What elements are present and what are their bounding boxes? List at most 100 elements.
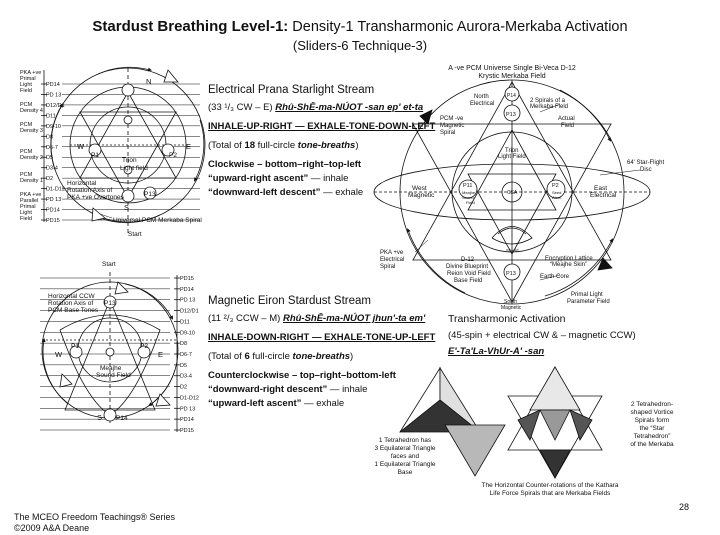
pd-label: PD14 bbox=[46, 208, 60, 214]
d3-spirals-2: Merkaba Field bbox=[530, 104, 568, 110]
pd-label: D9-10 bbox=[180, 330, 195, 336]
d1-node-p1 bbox=[88, 143, 102, 157]
d3-actual-2: Field bbox=[561, 123, 574, 129]
stream2-breath: INHALE-DOWN-RIGHT — EXHALE-TONE-UP-LEFT bbox=[208, 332, 436, 343]
d2-marker-top bbox=[114, 281, 129, 295]
pd-label: D5 bbox=[180, 363, 187, 369]
transharmonic-detail: (45-spin + electrical CW & – magnetic CC… bbox=[448, 330, 636, 341]
stream2-exhale: “upward-left ascent” — exhale bbox=[208, 398, 345, 409]
d3-p13: P13 bbox=[506, 112, 516, 118]
d2-node-p13 bbox=[103, 295, 117, 309]
stream2-count-line: (11 ²/₃ CCW – M) Rhû-ShĒ-ma-NÚOT jhun'-t… bbox=[208, 313, 426, 324]
pd-label: D8 bbox=[46, 134, 53, 140]
page-subtitle: (Sliders-6 Technique-3) bbox=[292, 38, 428, 53]
d3-disc-1: 64' Star-Flight bbox=[627, 160, 664, 166]
d2-node-p2 bbox=[137, 345, 151, 359]
d2-east: E bbox=[158, 350, 163, 359]
d2-arrow-right bbox=[148, 369, 176, 407]
stream1-breath: INHALE-UP-RIGHT — EXHALE-TONE-DOWN-LEFT bbox=[208, 121, 436, 132]
d3-primal-1: Primal Light bbox=[571, 292, 603, 298]
d2-node-p14 bbox=[103, 408, 117, 422]
d3-west-2: Magnetic bbox=[408, 192, 435, 199]
d3-blueprint-1: D-12 bbox=[461, 257, 475, 263]
d1-side-d1: PCM bbox=[20, 172, 33, 178]
pd-label: D8 bbox=[180, 341, 187, 347]
svg-text:Field: Field bbox=[20, 216, 32, 222]
d2-rotation-3: PCM Base Tones bbox=[48, 307, 99, 314]
d1-side-pka-1: PKA +ve bbox=[20, 70, 41, 76]
d2-rotation-1: Horizontal CCW bbox=[48, 293, 95, 300]
pd-label: D1-D12 bbox=[46, 187, 65, 193]
d3-marker-tl bbox=[419, 109, 433, 125]
diagram1 bbox=[41, 66, 206, 236]
d1-arrow-left bbox=[50, 103, 64, 171]
svg-text:Sound: Sound bbox=[462, 195, 474, 200]
d1-node-bottom bbox=[121, 189, 135, 203]
d3-pka-1: PKA +ve bbox=[380, 250, 404, 256]
pd-label: PD14 bbox=[180, 417, 194, 423]
d3-pcm-1: PCM -ve bbox=[440, 116, 464, 122]
d2-center-1: Meajhe bbox=[100, 365, 122, 372]
d3-trion-2: Light Field bbox=[498, 154, 526, 160]
d3-pka-3: Spiral bbox=[380, 264, 395, 270]
d3-south-1: South bbox=[504, 299, 517, 305]
d3-east-2: Electrical bbox=[590, 192, 617, 199]
tetra-caption-right-5: Tetrahedron” bbox=[634, 433, 671, 440]
d2-p13: P13 bbox=[104, 300, 116, 307]
stream2-heading: Magnetic Eiron Stardust Stream bbox=[208, 295, 371, 307]
pd-label: D9-10 bbox=[46, 124, 61, 130]
tetra-base-triangle bbox=[444, 424, 506, 477]
footer-series: The MCEO Freedom Teachings® Series bbox=[14, 512, 176, 522]
d3-arrow-tr bbox=[559, 89, 611, 142]
d3-actual-1: Actual bbox=[558, 116, 575, 122]
svg-text:Field: Field bbox=[20, 88, 32, 94]
d2-p14: P14 bbox=[116, 415, 128, 422]
d3-disc-2: Disc bbox=[640, 167, 652, 173]
d3-marker-br bbox=[597, 257, 613, 271]
tetra-caption-right-2: shaped Vortice bbox=[630, 409, 673, 416]
tetra-caption-right-4: the “Star bbox=[640, 425, 666, 432]
d3-primal-2: Parameter Field bbox=[567, 299, 610, 305]
d3-shield: Shield bbox=[506, 248, 519, 253]
d1-rotation-1: Horizontal bbox=[67, 180, 97, 187]
d2-arrow-top bbox=[124, 283, 173, 320]
d1-triangle-marker-bl bbox=[91, 207, 106, 222]
d3-spirals-1: 2 Spirals of a bbox=[530, 98, 566, 104]
d2-south: S bbox=[97, 413, 102, 422]
d1-ruler-ticks bbox=[41, 83, 47, 221]
d1-arrow-top bbox=[97, 66, 152, 75]
d2-rotation-2: Rotation Axis of bbox=[48, 300, 93, 307]
d1-node-top bbox=[121, 83, 135, 97]
svg-text:Light: Light bbox=[20, 210, 32, 216]
d1-side-pka2: PKA +ve bbox=[20, 192, 41, 198]
d1-node-p2 bbox=[161, 143, 175, 157]
d2-center-2: Sound Field bbox=[96, 372, 131, 379]
d3-node-p2 bbox=[546, 179, 566, 199]
d3-blueprint-4: Base Field bbox=[454, 278, 482, 284]
star-bottom-face bbox=[539, 449, 571, 479]
star-right-face bbox=[569, 409, 593, 441]
d3-node-p13-bottom bbox=[503, 263, 521, 281]
pd-label: D12/D1 bbox=[46, 103, 65, 109]
d1-center-1: Trion bbox=[122, 157, 137, 164]
d2-west: W bbox=[55, 350, 63, 359]
d1-start: Start bbox=[128, 231, 142, 238]
tetra-caption-right-1: 2 Tetrahedron- bbox=[631, 401, 673, 408]
stream2-block: Magnetic Eiron Stardust Stream (11 ²/₃ C… bbox=[208, 295, 435, 409]
d1-spiral: Universal PCM Merkaba Spiral bbox=[113, 217, 202, 224]
pd-label: D6-7 bbox=[46, 145, 58, 151]
pd-label: PD 13 bbox=[180, 406, 195, 412]
page-title: Stardust Breathing Level-1: Density-1 Tr… bbox=[92, 18, 628, 35]
pd-label: D3-4 bbox=[46, 166, 58, 172]
d1-center-2: Light field bbox=[120, 165, 148, 172]
d3-pcm-3: Spiral bbox=[440, 130, 455, 136]
pd-label: PD14 bbox=[46, 82, 60, 88]
stream1-exhale: “downward-left descent” — exhale bbox=[208, 187, 364, 198]
pd-label: D1-D12 bbox=[180, 395, 199, 401]
d1-node-p13 bbox=[143, 186, 157, 200]
d1-node-center-bottom bbox=[123, 165, 133, 175]
